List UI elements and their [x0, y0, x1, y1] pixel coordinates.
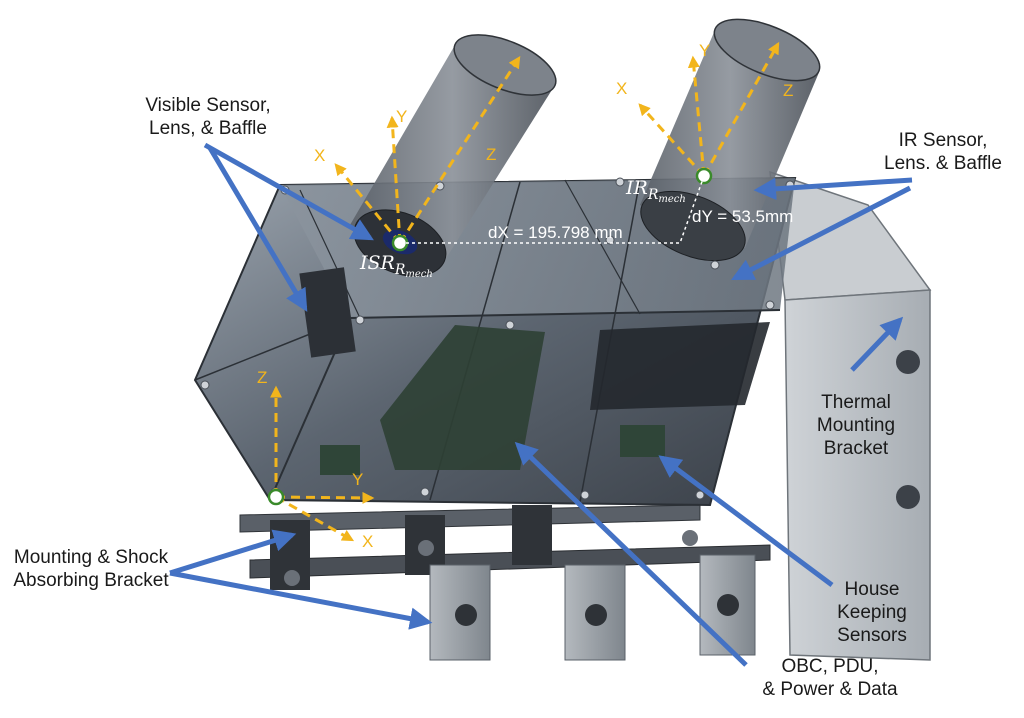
callout-line: Lens. & Baffle [884, 153, 1002, 174]
callout-line: IR Sensor, [898, 130, 988, 151]
callout-line: & Power & Data [762, 679, 898, 700]
callout-line: Thermal [821, 392, 891, 413]
ir-sensor-callout: IR Sensor, Lens. & Baffle [868, 129, 1018, 175]
isr-axis-x-label: X [314, 146, 325, 165]
callout-line: Mounting & Shock [13, 547, 169, 568]
mounting-shock-absorbing-bracket [239, 504, 771, 661]
callout-line: Bracket [823, 438, 889, 459]
mount-axis-y-label: Y [352, 470, 363, 489]
visible-sensor-callout: Visible Sensor, Lens, & Baffle [118, 94, 298, 140]
mount-frame-origin [267, 488, 285, 506]
arrow-visible-lens [203, 142, 374, 241]
ir-frame-label: IRRmech [625, 177, 686, 205]
callout-line: Absorbing Bracket [13, 570, 169, 591]
isr-frame-label: ISRRmech [359, 252, 433, 280]
dimension-lines [400, 175, 705, 244]
arrow-mount-lower [169, 570, 433, 630]
housekeeping-callout: House Keeping Sensors [812, 578, 932, 647]
callout-line: Keeping [837, 602, 907, 623]
callout-arrows [169, 142, 913, 667]
ir-axis-y-label: Y [699, 41, 710, 60]
arrow-mount-upper [169, 529, 297, 576]
arrow-obc [514, 441, 748, 667]
dx-dimension-label: dX = 195.798 mm [488, 223, 623, 242]
mount-frame-axes [270, 385, 375, 542]
callout-line: Lens, & Baffle [149, 118, 267, 139]
callout-line: Sensors [837, 625, 907, 646]
arrow-ir-body [730, 185, 912, 281]
ir-axis-z-label: Z [783, 81, 793, 100]
mount-axis-z-label: Z [257, 368, 267, 387]
callout-line: Mounting [816, 415, 896, 436]
dy-dimension-label: dY = 53.5mm [692, 207, 793, 226]
mount-axis-x-label: X [362, 532, 373, 551]
obc-callout: OBC, PDU, & Power & Data [740, 655, 920, 701]
arrow-visible-body [207, 146, 308, 312]
fasteners [200, 177, 795, 500]
callout-line: Visible Sensor, [145, 95, 271, 116]
ir-frame-axes [638, 41, 780, 178]
arrow-ir-baffle [753, 177, 913, 201]
isr-frame-axes [334, 55, 521, 244]
ir-axis-x-label: X [616, 79, 627, 98]
thermal-mounting-bracket [769, 170, 932, 661]
callout-line: OBC, PDU, [781, 656, 879, 677]
isr-axis-z-label: Z [486, 145, 496, 164]
isr-axis-y-label: Y [396, 107, 407, 126]
arrow-housekeeping [658, 455, 834, 588]
thermal-bracket-callout: Thermal Mounting Bracket [800, 391, 912, 460]
arrow-thermal [850, 316, 904, 372]
mounting-bracket-callout: Mounting & Shock Absorbing Bracket [2, 546, 180, 592]
callout-line: House [844, 579, 900, 600]
